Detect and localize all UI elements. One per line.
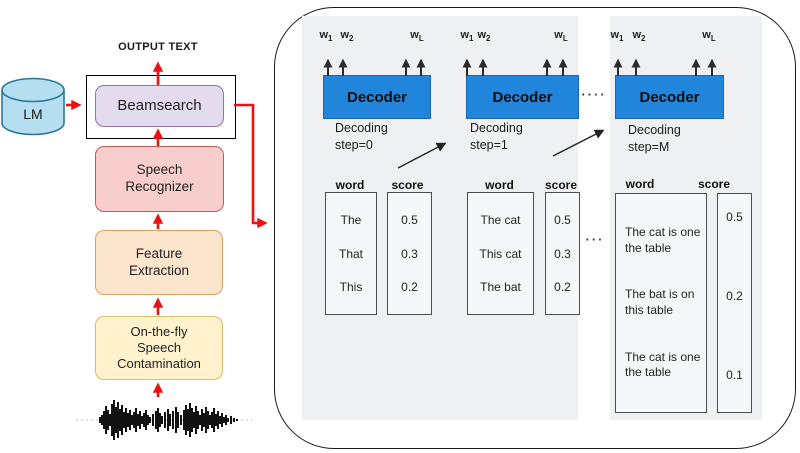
table-3-score-column: 0.5 0.2 0.1 <box>717 193 752 413</box>
speech-contamination-label: On-the-fly Speech Contamination <box>117 323 201 372</box>
decoder-2-output-w1: w1 <box>460 29 474 44</box>
feature-extraction-box: Feature Extraction <box>95 230 223 295</box>
decoder-2-box: Decoder <box>466 75 579 119</box>
table-cell: The cat is one the table <box>625 225 701 255</box>
decoding-step-1-label: Decoding step=1 <box>470 121 523 152</box>
audio-waveform-icon <box>99 400 238 440</box>
speech-recognizer-box: Speech Recognizer <box>95 146 224 212</box>
decoder-3-output-w1: w1 <box>610 29 624 44</box>
speech-recognizer-label: Speech Recognizer <box>125 162 194 194</box>
arrow-beamsearch-to-panel <box>234 103 268 229</box>
table-cell: 0.1 <box>726 368 743 382</box>
decoder-3-label: Decoder <box>639 88 700 106</box>
table-cell: The <box>340 212 362 227</box>
table-cell: The cat <box>480 212 521 227</box>
table-cell: 0.2 <box>401 280 418 295</box>
decoding-step-m-label: Decoding step=M <box>628 123 681 154</box>
table-3-score-header: score <box>697 177 731 191</box>
table-1-word-header: word <box>335 178 365 192</box>
table-cell: 0.5 <box>726 210 743 224</box>
beamsearch-box: Beamsearch <box>95 85 224 127</box>
table-3-word-header: word <box>625 177 655 191</box>
table-cell: The bat <box>480 280 521 295</box>
decoder-1-output-w2: w2 <box>340 29 354 44</box>
table-1-score-header: score <box>391 178 424 192</box>
table-2-word-header: word <box>485 178 514 192</box>
lm-label: LM <box>23 106 43 122</box>
table-1-word-column: The That This <box>325 192 377 315</box>
table-cell: That <box>338 246 363 261</box>
table-2-score-header: score <box>544 178 578 192</box>
beamsearch-label: Beamsearch <box>117 96 202 114</box>
decoder-2-output-wL: wL <box>554 29 568 44</box>
table-cell: The cat is one the table <box>625 349 701 380</box>
feature-extraction-label: Feature Extraction <box>128 245 190 278</box>
table-cell: 0.2 <box>726 289 743 303</box>
table-cell: This <box>339 280 363 295</box>
speech-contamination-box: On-the-fly Speech Contamination <box>95 316 223 380</box>
output-text-label: OUTPUT TEXT <box>118 41 198 53</box>
table-cell: 0.3 <box>401 246 418 261</box>
decoder-ellipsis: ···· <box>581 87 607 102</box>
decoding-step-0-label: Decoding step=0 <box>335 121 388 152</box>
table-2-word-column: The cat This cat The bat <box>467 192 534 315</box>
table-cell: 0.5 <box>401 212 418 227</box>
table-cell: 0.5 <box>554 212 571 227</box>
table-cell: 0.2 <box>554 280 571 295</box>
decoder-2-output-w2: w2 <box>477 29 491 44</box>
table-cell: This cat <box>479 246 522 261</box>
decoder-1-output-w1: w1 <box>319 29 333 44</box>
table-3-word-column: The cat is one the table The bat is on t… <box>615 193 707 413</box>
table-2-score-column: 0.5 0.3 0.2 <box>545 192 580 315</box>
decoder-2-label: Decoder <box>492 88 553 106</box>
table-1-score-column: 0.5 0.3 0.2 <box>387 192 432 315</box>
decoder-1-output-wL: wL <box>410 29 424 44</box>
table-cell: 0.3 <box>554 246 571 261</box>
decoder-1-box: Decoder <box>323 75 431 119</box>
table-cell: The bat is on this table <box>625 287 695 317</box>
decoder-3-output-w2: w2 <box>632 29 646 44</box>
decoder-3-output-wL: wL <box>702 29 716 44</box>
decoder-3-box: Decoder <box>615 75 724 119</box>
table-ellipsis: ··· <box>585 232 605 247</box>
decoder-1-label: Decoder <box>346 88 408 106</box>
